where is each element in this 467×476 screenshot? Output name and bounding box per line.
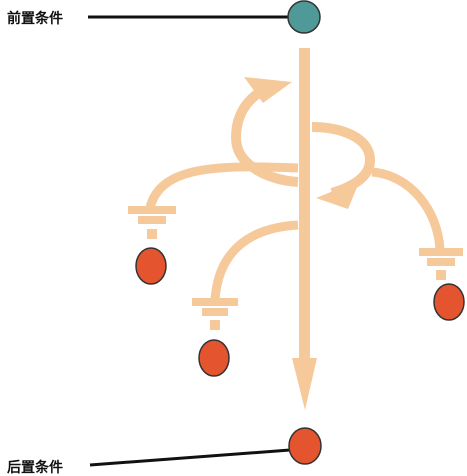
branch-node-left (135, 247, 167, 285)
start-node (287, 0, 321, 34)
terminal-symbol-left (128, 206, 176, 239)
postcondition-leader-line (89, 448, 291, 467)
branch-curves (145, 162, 445, 301)
loop-arrowhead-up (244, 77, 292, 103)
branch-node-right (433, 283, 465, 321)
branch-node-middle (198, 339, 230, 377)
end-node (288, 427, 322, 465)
precondition-label: 前置条件 (7, 10, 63, 27)
loop-arrowhead-down (316, 180, 360, 209)
main-flow-arrow (292, 48, 317, 410)
terminal-symbol-middle (192, 298, 238, 330)
postcondition-label: 后置条件 (7, 459, 63, 476)
terminal-symbol-right (419, 248, 463, 280)
